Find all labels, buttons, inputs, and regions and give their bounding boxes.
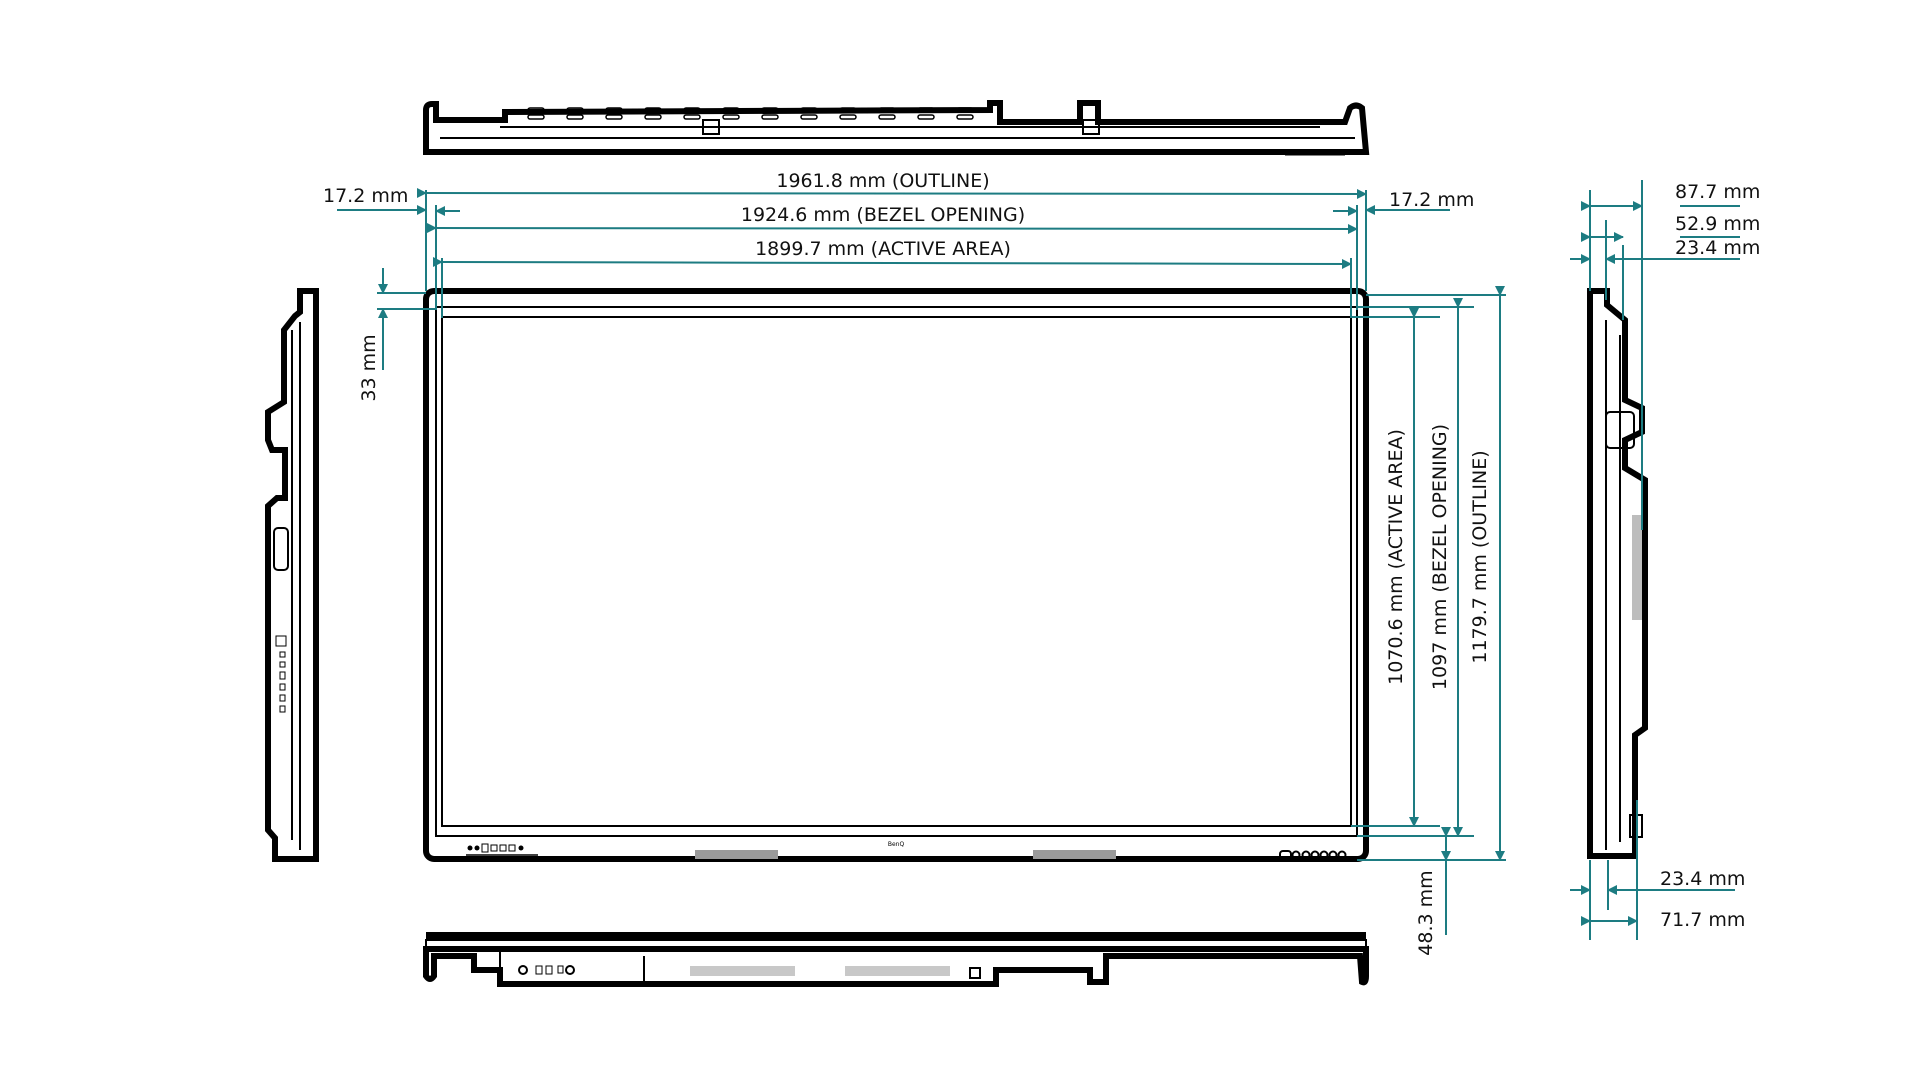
bottom-bezel-label: 48.3 mm [1415,870,1437,955]
depth-total-label: 87.7 mm [1675,181,1760,203]
vent-slot [722,107,740,113]
vent-slot [917,107,935,113]
active-width-line [432,256,1352,269]
vent-slot [800,107,818,113]
right-side-view [1587,288,1648,859]
vent-slot [839,107,857,113]
vent-slot [917,114,935,120]
vent-slot [566,114,584,120]
vent-slot [800,114,818,120]
depth-bottom-label: 23.4 mm [1660,868,1745,890]
vent-slot [878,107,896,113]
left-side-ports [275,635,287,713]
vent-slot [683,114,701,120]
vent-slot [683,107,701,113]
dimension-lines [337,180,1740,940]
vent-slot [761,114,779,120]
vent-slot [566,107,584,113]
vent-slot [956,114,974,120]
vent-slot [722,114,740,120]
vent-slot [956,107,974,113]
bezel-height-label: 1097 mm (BEZEL OPENING) [1429,424,1451,690]
active-height-label: 1070.6 mm (ACTIVE AREA) [1385,429,1407,685]
vent-slot [839,114,857,120]
depth-bottom-total-label: 71.7 mm [1660,909,1745,931]
left-bezel-label: 17.2 mm [323,185,408,207]
outline-width-line [416,187,1367,199]
top-bezel-label: 33 mm [358,334,380,401]
vent-slot [644,107,662,113]
bezel-width-line [426,222,1358,234]
vent-slot [527,114,545,120]
front-buttons-right [1279,850,1347,860]
vent-slots [527,107,974,120]
vent-slot [527,107,545,113]
bottom-ports [518,965,575,975]
outline-width-label: 1961.8 mm (OUTLINE) [776,170,989,192]
depth-mid-label: 52.9 mm [1675,213,1760,235]
vent-slot [605,114,623,120]
depth-top-label: 23.4 mm [1675,237,1760,259]
speaker-grille-left [695,850,778,859]
vent-slot [878,114,896,120]
bottom-grille-left [690,966,795,976]
bezel-width-label: 1924.6 mm (BEZEL OPENING) [741,204,1025,226]
right-bezel-label: 17.2 mm [1389,189,1474,211]
front-view: BenQ [423,288,1369,862]
outline-height-label: 1179.7 mm (OUTLINE) [1469,450,1491,663]
left-side-view [265,288,319,862]
vent-slot [644,114,662,120]
speaker-grille-right [1033,850,1116,859]
bottom-grille-right [845,966,950,976]
bottom-view [423,932,1369,987]
front-buttons-left [466,843,538,856]
top-view [423,100,1370,156]
vent-slot [761,107,779,113]
active-width-label: 1899.7 mm (ACTIVE AREA) [755,238,1011,260]
vent-slot [605,107,623,113]
brand-logo: BenQ [888,841,905,848]
